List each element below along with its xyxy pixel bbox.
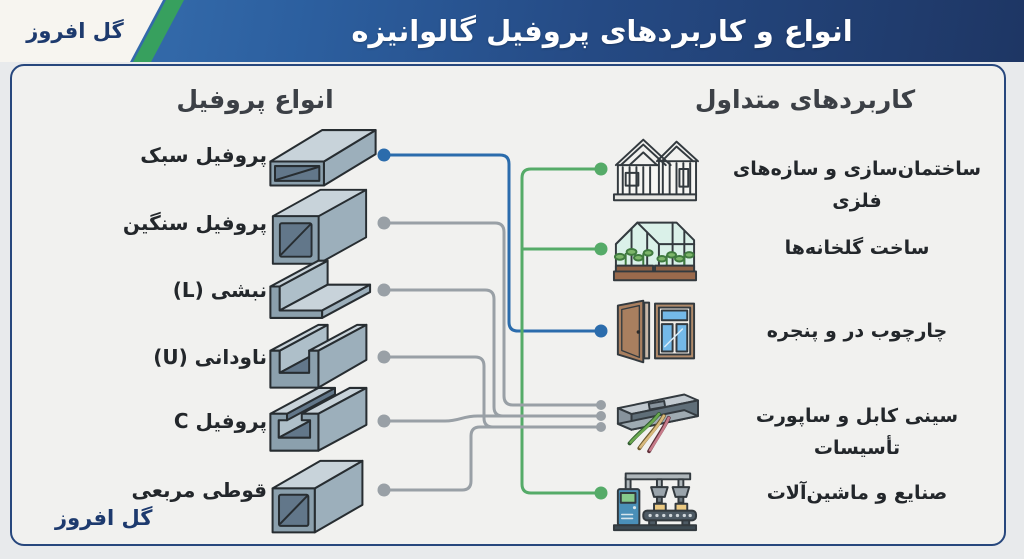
house-frame-icon [606, 126, 704, 212]
profile-label-heavy: پروفیل سنگین [122, 211, 267, 235]
greenhouse-icon [606, 205, 704, 291]
footer-brand-label: گل افروز [55, 506, 153, 530]
u-channel-3d-icon [263, 315, 383, 403]
application-label-greenhouse: ساخت گلخانه‌ها [784, 237, 930, 259]
c-profile-3d-icon [263, 379, 383, 467]
rect-tube-3d-icon [263, 111, 383, 199]
brand-badge: گل افروز [0, 0, 200, 62]
application-label-doorwindow: چارچوب در و پنجره [766, 320, 948, 342]
header-bar: انواع و کاربردهای پروفیل گالوانیزه گل اف… [0, 0, 1024, 62]
square-tube-3d-icon [263, 448, 383, 536]
profile-label-c: پروفیل C [173, 409, 267, 433]
profile-label-square: قوطی مربعی [131, 478, 267, 502]
l-angle-3d-icon [263, 249, 383, 337]
application-label-machinery: صنایع و ماشین‌آلات [766, 482, 948, 504]
machinery-icon [606, 450, 704, 536]
profile-types-heading: انواع پروفیل [176, 85, 334, 114]
profile-label-angle: نبشی (L) [172, 278, 267, 302]
cable-tray-icon [606, 373, 704, 459]
heavy-square-tube-3d-icon [263, 181, 383, 269]
main-card [10, 64, 1006, 546]
applications-heading: کاربردهای متداول [694, 85, 916, 114]
application-label-construction: ساختمان‌سازی و سازه‌های فلزی [732, 158, 982, 212]
page-title: انواع و کاربردهای پروفیل گالوانیزه [351, 14, 853, 48]
profile-label-channel: ناودانی (U) [153, 345, 267, 369]
application-label-cabletray: سینی کابل و ساپورت تأسیسات [755, 405, 959, 459]
door-window-icon [606, 288, 704, 374]
brand-badge-label: گل افروز [26, 19, 124, 43]
profile-label-light: پروفیل سبک [140, 143, 267, 167]
